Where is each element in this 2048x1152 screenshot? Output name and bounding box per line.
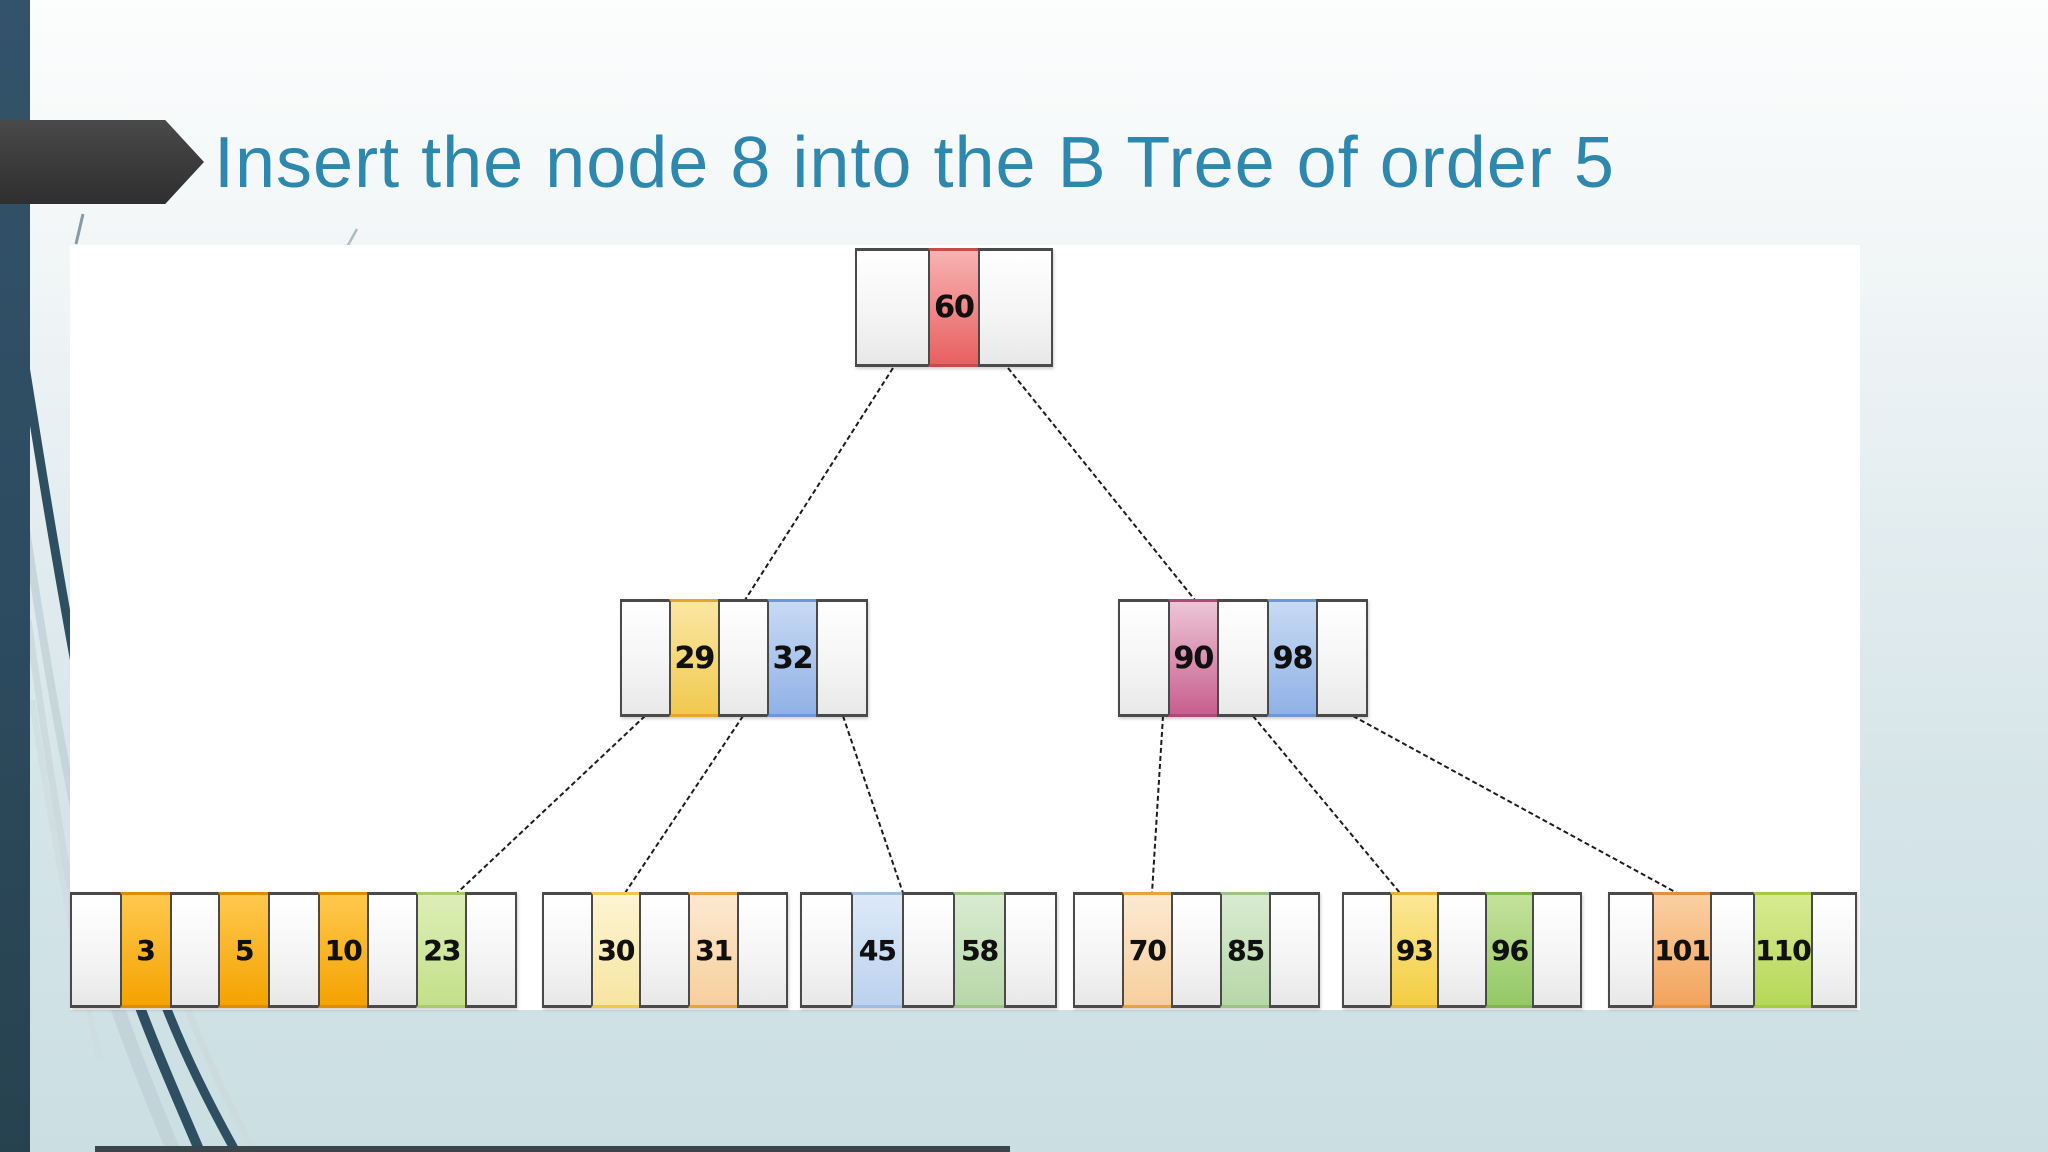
- btree-key-cell: 31: [687, 892, 738, 1008]
- tick-mark-2: [345, 228, 359, 248]
- btree-empty-cell: [1120, 599, 1168, 717]
- btree-key-cell: 10: [317, 892, 367, 1008]
- btree-empty-cell: [1075, 892, 1122, 1008]
- btree-key-cell: 32: [766, 599, 817, 717]
- btree-key-value: 101: [1654, 933, 1710, 967]
- btree-key-cell: 29: [668, 599, 719, 717]
- btree-empty-cell: [1610, 892, 1653, 1008]
- btree-node-leaf-4: 70 85: [1073, 892, 1320, 1008]
- btree-empty-cell: [1316, 599, 1366, 717]
- btree-empty-cell: [622, 599, 669, 717]
- btree-key-value: 85: [1227, 933, 1265, 967]
- btree-node-leaf-3: 45 58: [800, 892, 1057, 1008]
- btree-key-cell: 96: [1484, 892, 1533, 1008]
- btree-key-cell: 5: [218, 892, 269, 1008]
- btree-key-value: 29: [674, 640, 716, 676]
- btree-key-value: 30: [597, 933, 635, 967]
- btree-key-value: 45: [858, 933, 897, 967]
- btree-empty-cell: [465, 892, 516, 1008]
- btree-empty-cell: [1709, 892, 1754, 1008]
- btree-key-value: 58: [961, 933, 999, 967]
- swoosh-dark-top-left: [19, 355, 81, 673]
- btree-key-value: 90: [1173, 640, 1215, 676]
- btree-empty-cell: [366, 892, 417, 1008]
- btree-empty-cell: [169, 892, 219, 1008]
- btree-key-cell: 90: [1167, 599, 1218, 717]
- btree-empty-cell: [1269, 892, 1319, 1008]
- btree-node-leaf-2: 30 31: [542, 892, 788, 1008]
- btree-key-cell: 30: [590, 892, 640, 1008]
- btree-empty-cell: [1437, 892, 1485, 1008]
- btree-node-root: 60: [855, 248, 1053, 367]
- btree-key-value: 10: [324, 933, 363, 967]
- btree-key-cell: 110: [1753, 892, 1812, 1008]
- btree-node-leaf-5: 93 96: [1342, 892, 1582, 1008]
- btree-key-value: 32: [772, 640, 814, 676]
- btree-empty-cell: [1171, 892, 1220, 1008]
- btree-key-value: 5: [234, 933, 255, 967]
- btree-key-value: 60: [934, 290, 975, 325]
- btree-key-cell: 23: [416, 892, 466, 1008]
- btree-empty-cell: [72, 892, 120, 1008]
- btree-key-cell: 60: [928, 248, 978, 367]
- btree-empty-cell: [718, 599, 767, 717]
- btree-key-value: 3: [136, 933, 156, 967]
- btree-empty-cell: [544, 892, 591, 1008]
- btree-empty-cell: [1344, 892, 1390, 1008]
- btree-key-cell: 93: [1389, 892, 1438, 1008]
- btree-empty-cell: [1217, 599, 1267, 717]
- btree-empty-cell: [1532, 892, 1580, 1008]
- btree-empty-cell: [268, 892, 318, 1008]
- btree-node-internal-right: 90 98: [1118, 599, 1368, 717]
- swoosh-light-left-3: [29, 699, 103, 1061]
- btree-empty-cell: [902, 892, 953, 1008]
- btree-empty-cell: [1004, 892, 1056, 1008]
- btree-key-value: 93: [1395, 933, 1434, 967]
- btree-empty-cell: [978, 248, 1052, 367]
- title-arrow-banner: [0, 120, 204, 204]
- btree-key-value: 98: [1272, 640, 1314, 676]
- btree-empty-cell: [857, 248, 929, 367]
- btree-empty-cell: [816, 599, 866, 717]
- btree-key-cell: 3: [119, 892, 170, 1008]
- btree-empty-cell: [639, 892, 688, 1008]
- btree-node-internal-left: 29 32: [620, 599, 868, 717]
- btree-empty-cell: [802, 892, 851, 1008]
- bottom-accent-strip: [95, 1146, 1010, 1152]
- btree-key-cell: 45: [850, 892, 903, 1008]
- btree-key-value: 110: [1755, 933, 1811, 967]
- btree-node-leaf-6: 101 110: [1608, 892, 1857, 1008]
- btree-key-value: 70: [1128, 933, 1167, 967]
- btree-empty-cell: [737, 892, 786, 1008]
- btree-key-cell: 98: [1266, 599, 1317, 717]
- btree-key-value: 96: [1491, 933, 1529, 967]
- page-title: Insert the node 8 into the B Tree of ord…: [214, 123, 1615, 203]
- btree-node-leaf-1: 3 5 10 23: [70, 892, 517, 1008]
- btree-key-cell: 85: [1219, 892, 1270, 1008]
- btree-key-value: 23: [423, 933, 461, 967]
- btree-key-cell: 58: [952, 892, 1005, 1008]
- btree-key-cell: 70: [1121, 892, 1172, 1008]
- btree-empty-cell: [1810, 892, 1855, 1008]
- btree-key-value: 31: [695, 933, 733, 967]
- tick-mark-1: [74, 213, 85, 245]
- btree-key-cell: 101: [1652, 892, 1711, 1008]
